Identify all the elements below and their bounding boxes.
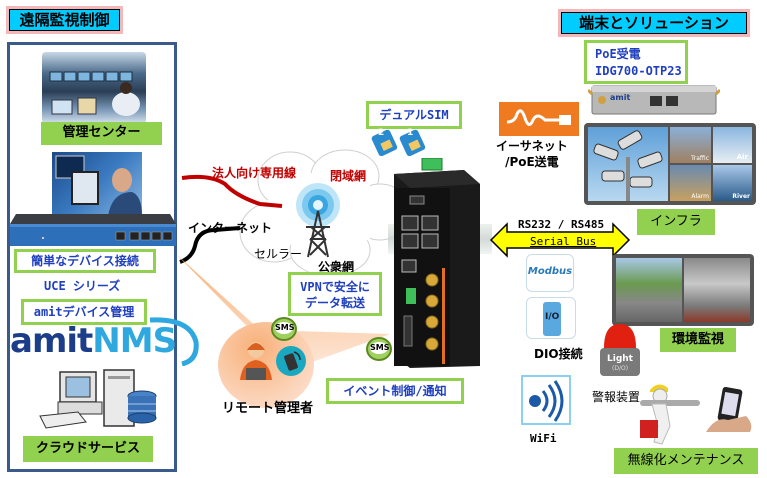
connection-lines — [170, 160, 310, 270]
infra-tag-air: Air — [736, 153, 748, 161]
amit-device-management-label: amitデバイス管理 — [21, 299, 147, 325]
wifi-icon — [521, 375, 571, 425]
wireless-maintenance-label: 無線化メンテナンス — [614, 448, 758, 474]
vpn-line-1: VPNで安全に — [300, 280, 370, 294]
environment-monitoring-label: 環境監視 — [660, 328, 736, 352]
left-section-title: 遠隔監視制御 — [9, 9, 120, 31]
light-label: Light — [607, 354, 633, 364]
vpn-line-2: データ転送 — [304, 296, 365, 310]
alarm-device-label: 警報装置 — [592, 390, 641, 404]
infra-tag-traffic: Traffic — [690, 155, 709, 162]
modbus-text: Modbus — [527, 266, 573, 277]
amit-nms-logo — [10, 316, 200, 367]
operator-headset-icon — [238, 340, 274, 380]
io-text: I/O — [545, 312, 560, 322]
light-sub-label: (D/O) — [612, 365, 629, 372]
public-network-label: 公衆網 — [318, 260, 355, 274]
infra-tile-traffic: Traffic — [670, 127, 711, 163]
sms-text-router: SMS — [370, 342, 390, 354]
device-brand-text: amit — [610, 93, 631, 102]
infrastructure-photo-panel: Traffic Air Alarm River — [584, 123, 756, 205]
right-section-title: 端末とソリューション — [561, 12, 747, 34]
maintenance-worker-icon — [636, 378, 708, 448]
poe-device-label: PoE受電 IDG700-OTP23 — [584, 40, 688, 84]
uce-series-label: UCE シリーズ — [44, 279, 121, 293]
infra-tile-river: River — [713, 165, 752, 201]
closed-network-label: 閉域網 — [330, 169, 367, 183]
cell-tower-icon — [290, 183, 346, 259]
internet-label: インターネット — [188, 221, 273, 235]
io-module-icon: I/O — [526, 297, 576, 339]
sms-icon-router: SMS — [366, 337, 392, 361]
smartphone-in-hand-icon — [706, 386, 756, 434]
cloud-service-label: クラウドサービス — [23, 436, 153, 462]
remote-admin-bubble-tail — [170, 250, 400, 390]
control-center-label: 管理センター — [41, 122, 162, 145]
uce-device — [10, 214, 176, 246]
traffic-road-photo — [616, 258, 682, 322]
infra-tile-alarm: Alarm — [670, 165, 711, 201]
event-control-label: イベント制御/通知 — [326, 378, 464, 404]
nms-logo-amit: amit — [10, 321, 93, 361]
industrial-router — [382, 157, 482, 368]
leased-line-label: 法人向け専用線 — [212, 166, 297, 180]
sms-text: SMS — [275, 322, 295, 334]
smartphone-signal-icon — [276, 346, 306, 376]
cellular-label: セルラー — [254, 247, 303, 261]
ethernet-poe-label: イーサネット /PoE送電 — [496, 138, 568, 170]
dual-sim-label: デュアルSIM — [366, 101, 462, 129]
dio-connection-label: DIO接続 — [534, 347, 583, 361]
ethernet-line-2: /PoE送電 — [505, 155, 559, 169]
infrastructure-label: インフラ — [637, 209, 715, 235]
factory-smoke-photo — [684, 258, 750, 322]
infra-tag-river: River — [732, 193, 750, 200]
modbus-icon: Modbus — [526, 254, 574, 292]
control-center-photo — [42, 52, 146, 124]
operator-photo — [52, 152, 142, 216]
poe-line-2: IDG700-OTP23 — [595, 64, 682, 78]
sim-number-2: 2 — [378, 128, 385, 138]
ethernet-cable-icon — [499, 102, 579, 136]
serial-bus-arrow — [489, 222, 631, 258]
idg700-device: amit — [586, 80, 722, 116]
uce-caption-label: 簡単なデバイス接続 — [14, 249, 156, 273]
serial-bus-top-label: RS232 / RS485 — [518, 218, 605, 231]
environment-photo-panel — [612, 254, 754, 326]
sms-icon: SMS — [271, 317, 297, 341]
nms-logo-text: amitNMS — [10, 321, 177, 361]
wifi-label: WiFi — [530, 432, 557, 445]
nms-logo-nms: NMS — [92, 321, 177, 361]
computer-server-icon — [38, 368, 158, 430]
sim-card-icons: 2 1 — [370, 128, 430, 157]
remote-admin-label: リモート管理者 — [222, 401, 314, 416]
vpn-label: VPNで安全に データ転送 — [288, 272, 382, 316]
sim-number-1: 1 — [407, 128, 414, 138]
ethernet-line-1: イーサネット — [496, 139, 568, 153]
alarm-light-icon: Light (D/O) — [596, 320, 642, 378]
infra-tag-alarm: Alarm — [691, 193, 709, 200]
poe-line-1: PoE受電 — [595, 47, 641, 61]
cctv-photo — [588, 127, 668, 201]
infra-tile-air: Air — [713, 127, 752, 163]
io-block — [543, 302, 561, 336]
serial-bus-bottom-label: Serial Bus — [530, 235, 597, 248]
